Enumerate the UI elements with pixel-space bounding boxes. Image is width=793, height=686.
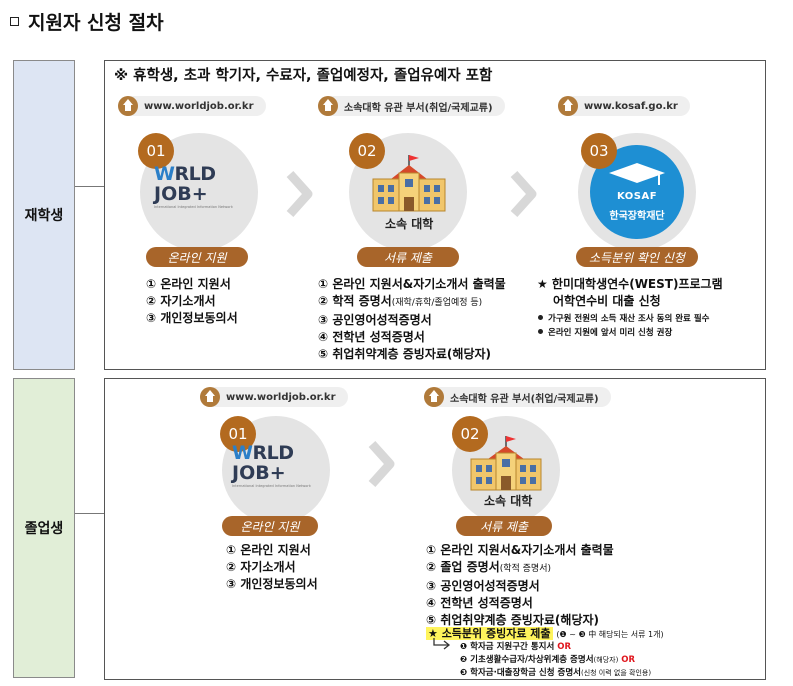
school-label: 소속 대학 — [385, 217, 434, 231]
worldjob-logo-circle: 01 WRLD JOB+ International Integrated In… — [138, 133, 258, 251]
home-icon — [318, 96, 338, 116]
chevron-right-icon — [368, 440, 395, 488]
kosaf-circle: KOSAF 한국장학재단 03 — [578, 133, 696, 251]
step-number: 01 — [138, 133, 174, 169]
section-label-graduate: 졸업생 — [13, 378, 75, 678]
step-pill-documents: 서류 제출 — [357, 247, 459, 267]
site-badge-university: 소속대학 유관 부서(취업/국제교류) — [318, 96, 505, 116]
site-badge-worldjob: www.worldjob.or.kr — [200, 387, 348, 407]
school-building-icon — [372, 155, 446, 212]
bullet-dot-icon — [538, 329, 543, 334]
site-badge-university: 소속대학 유관 부서(취업/국제교류) — [424, 387, 611, 407]
site-badge-worldjob: www.worldjob.or.kr — [118, 96, 266, 116]
worldjob-logo-circle: 01 WRLD JOB+ International Integrated In… — [220, 416, 330, 524]
school-label: 소속 대학 — [484, 494, 533, 508]
school-circle: 02 소속 대학 — [452, 416, 560, 524]
school-circle: 02 소속 대학 — [349, 133, 467, 251]
income-proof-title: ★ 소득분위 증빙자료 제출 (❶ ~ ❸ 中 해당되는 서류 1개) — [426, 627, 664, 640]
square-bullet-icon — [10, 17, 19, 26]
step-number: 03 — [581, 133, 617, 169]
home-icon — [200, 387, 220, 407]
eligibility-note: ※ 휴학생, 초과 학기자, 수료자, 졸업예정자, 졸업유예자 포함 — [114, 68, 493, 84]
grad-step2-list: ① 온라인 지원서&자기소개서 출력물 ② 졸업 증명서(학적 증명서) ③ 공… — [426, 543, 614, 627]
step3-notes: 가구원 전원의 소득 재산 조사 동의 완료 필수 온라인 지원에 앞서 미리 … — [538, 312, 709, 340]
graduation-cap-icon — [609, 163, 665, 185]
chevron-right-icon — [510, 170, 537, 218]
connector-line — [75, 513, 104, 514]
chevron-right-icon — [286, 170, 313, 218]
section-label-enrolled: 재학생 — [13, 60, 75, 370]
step-pill-documents: 서류 제출 — [456, 516, 552, 536]
step-pill-online: 온라인 지원 — [146, 247, 248, 267]
grad-step1-list: ① 온라인 지원서 ② 자기소개서 ③ 개인정보동의서 — [226, 543, 318, 591]
home-icon — [424, 387, 444, 407]
school-building-icon — [470, 436, 542, 491]
step-pill-online: 온라인 지원 — [222, 516, 318, 536]
arrow-right-icon — [433, 638, 451, 650]
step2-list: ① 온라인 지원서&자기소개서 출력물 ② 학적 증명서(재학/휴학/졸업예정 … — [318, 277, 506, 361]
step-pill-income: 소득분위 확인 신청 — [576, 247, 698, 267]
page-title: 지원자 신청 절차 — [10, 8, 164, 35]
step1-list: ① 온라인 지원서 ② 자기소개서 ③ 개인정보동의서 — [146, 277, 238, 325]
connector-line — [75, 186, 104, 187]
site-badge-kosaf: www.kosaf.go.kr — [558, 96, 690, 116]
step-number: 02 — [452, 416, 488, 452]
home-icon — [558, 96, 578, 116]
bullet-dot-icon — [538, 315, 543, 320]
worldjob-logo: WRLD JOB+ International Integrated Infor… — [154, 163, 233, 209]
step-number: 02 — [349, 133, 385, 169]
income-proof-list: ❶ 학자금 지원구간 통지서 OR ❷ 기초생활수급자/차상위계층 증명서(해당… — [460, 642, 652, 678]
worldjob-logo: WRLD JOB+ International Integrated Infor… — [232, 442, 311, 488]
step-number: 01 — [220, 416, 256, 452]
home-icon — [118, 96, 138, 116]
step3-list: ★ 한미대학생연수(WEST)프로그램 어학연수비 대출 신청 — [537, 277, 723, 308]
